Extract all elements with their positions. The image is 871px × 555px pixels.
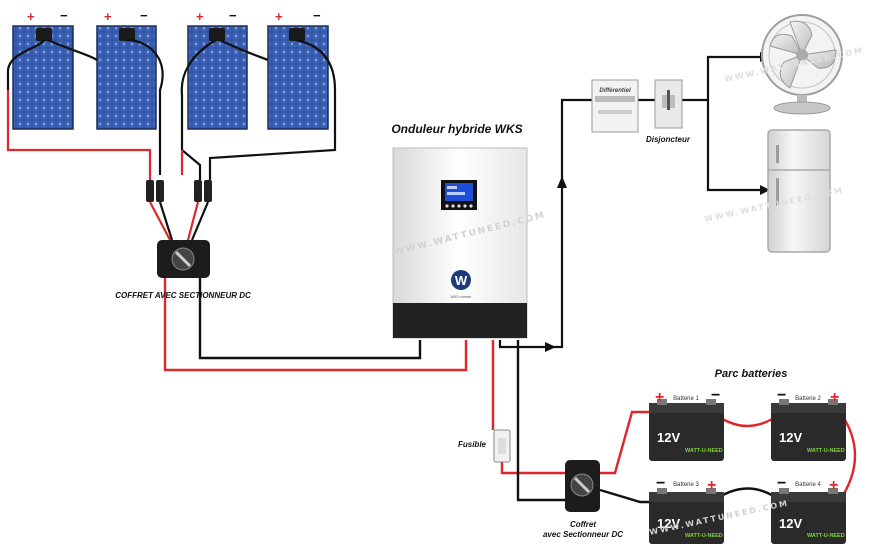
battery-1-brand: WATT-U-NEED <box>685 448 723 454</box>
dc-box-bottom-label-2: avec Sectionneur DC <box>543 530 623 539</box>
panel-1-minus: − <box>60 8 68 23</box>
battery-park-title: Parc batteries <box>715 368 788 380</box>
solar-panel-4 <box>267 25 329 130</box>
battery-2-name: Batterie 2 <box>795 396 821 402</box>
battery-3-minus: − <box>656 475 665 492</box>
battery-4-minus: − <box>777 475 786 492</box>
fridge-appliance <box>767 129 831 253</box>
battery-1-name: Batterie 1 <box>673 396 699 402</box>
panel-3-minus: − <box>229 8 237 23</box>
solar-panel-1 <box>12 25 74 130</box>
pv-to-inverter-wiring <box>163 278 468 372</box>
inverter-brand-text: WKS Inverter <box>451 295 473 299</box>
dc-box-bottom-label-1: Coffret <box>570 520 596 529</box>
battery-4-brand: WATT-U-NEED <box>807 533 845 539</box>
arrow-up-ac <box>557 176 567 188</box>
dc-box-top-label: COFFRET AVEC SECTIONNEUR DC <box>115 291 251 300</box>
panel-4-minus: − <box>313 8 321 23</box>
battery-3-name: Batterie 3 <box>673 482 699 488</box>
battery-2-plus: + <box>830 389 839 406</box>
arrow-to-inverter <box>545 342 556 352</box>
arrow-to-fridge <box>760 185 770 195</box>
panel-3-plus: + <box>196 9 204 24</box>
battery-3-voltage: 12V <box>657 516 680 531</box>
battery-2-minus: − <box>777 387 786 404</box>
inverter-title: Onduleur hybride WKS <box>391 122 522 136</box>
panel-2-minus: − <box>140 8 148 23</box>
battery-1-voltage: 12V <box>657 430 680 445</box>
fan-appliance <box>761 14 843 115</box>
dc-disconnect-box-top <box>157 240 210 278</box>
inverter-brand-logo: W <box>455 273 468 288</box>
battery-2 <box>771 399 846 461</box>
battery-4 <box>771 488 846 544</box>
differentiel-label: Différentiel <box>599 88 631 94</box>
panel-1-plus: + <box>27 9 35 24</box>
solar-panel-2 <box>96 25 157 130</box>
battery-4-voltage: 12V <box>779 516 802 531</box>
battery-1-minus: − <box>711 387 720 404</box>
connector-to-box-wiring <box>149 201 210 241</box>
panel-string-wiring <box>6 38 337 185</box>
fusible-label: Fusible <box>458 440 487 449</box>
disjoncteur-label: Disjoncteur <box>646 135 691 144</box>
battery-1 <box>649 399 724 461</box>
differential-breaker <box>591 79 639 133</box>
fuse <box>493 429 511 463</box>
battery-3 <box>649 488 724 544</box>
battery-2-voltage: 12V <box>779 430 802 445</box>
battery-4-plus: + <box>829 477 838 494</box>
battery-2-brand: WATT-U-NEED <box>807 448 845 454</box>
mc4-connectors <box>146 180 212 202</box>
hybrid-inverter: W WKS Inverter <box>392 147 528 339</box>
panel-2-plus: + <box>104 9 112 24</box>
battery-4-name: Batterie 4 <box>795 482 821 488</box>
battery-3-brand: WATT-U-NEED <box>685 533 723 539</box>
battery-3-plus: + <box>707 477 716 494</box>
dc-disconnect-box-bottom <box>565 460 600 512</box>
circuit-breaker <box>654 79 683 129</box>
panel-4-plus: + <box>275 9 283 24</box>
solar-panel-3 <box>187 25 248 130</box>
battery-1-plus: + <box>655 389 664 406</box>
